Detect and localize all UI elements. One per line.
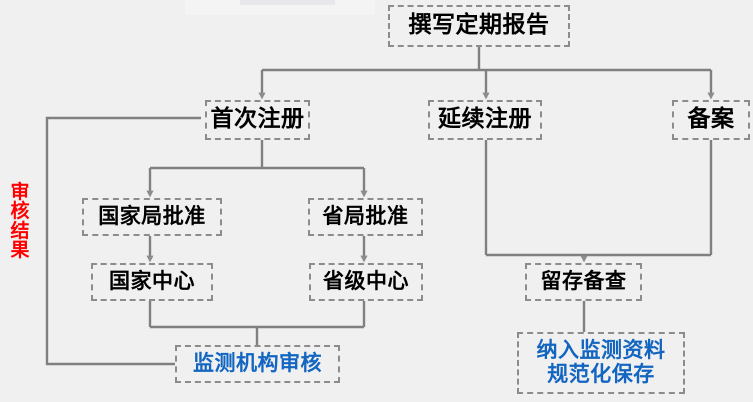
- node-archive-monitoring-data[interactable]: 纳入监测资料 规范化保存: [517, 332, 685, 394]
- vlabel-char-1: 核: [10, 200, 30, 223]
- node-provincial-center[interactable]: 省级中心: [309, 263, 423, 301]
- feedback-edge-label-review-result: 审 核 结 果: [8, 181, 32, 262]
- node-report[interactable]: 撰写定期报告: [388, 5, 570, 47]
- vlabel-char-3: 果: [10, 239, 30, 262]
- vlabel-char-2: 结: [10, 219, 30, 242]
- node-provincial-approval[interactable]: 省局批准: [308, 198, 423, 236]
- node-first-registration[interactable]: 首次注册: [205, 100, 310, 140]
- node-filing[interactable]: 备案: [672, 100, 750, 140]
- node-nmpa-approval[interactable]: 国家局批准: [82, 198, 222, 236]
- node-national-center[interactable]: 国家中心: [91, 263, 213, 301]
- vlabel-char-0: 审: [10, 181, 30, 203]
- edge-feedback-monitor-to-firstreg: [45, 116, 201, 366]
- node-keep-for-record[interactable]: 留存备查: [525, 263, 642, 301]
- node-renewal-registration[interactable]: 延续注册: [428, 100, 542, 140]
- node-monitoring-agency-review[interactable]: 监测机构审核: [175, 345, 340, 383]
- background-artifact-shadow: [240, 0, 335, 5]
